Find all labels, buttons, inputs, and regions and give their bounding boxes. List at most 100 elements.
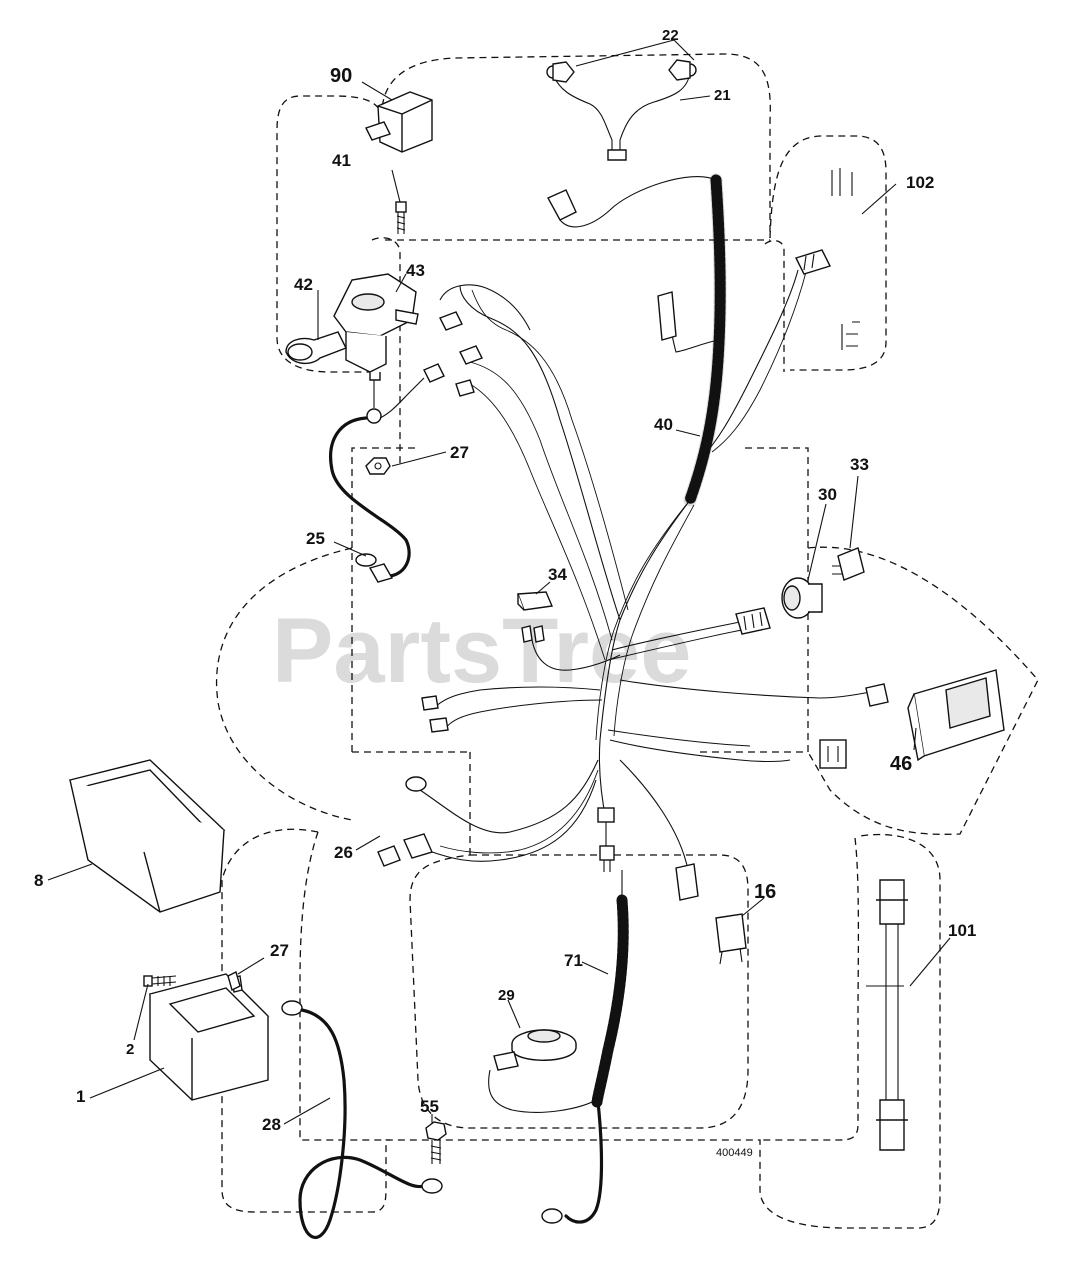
chassis-left-inner [299,831,390,1141]
part-2-bolt [143,975,177,987]
part-25-cable [329,377,425,583]
hood-outline [381,53,771,238]
callout-101: 101 [948,921,976,940]
harness-conduit-71 [591,894,629,1108]
trunk-wire-1 [598,499,691,821]
seat-outline [409,854,749,1129]
callout-40: 40 [654,415,673,434]
callout-30: 30 [818,485,837,504]
callout-34: 34 [548,565,567,584]
callout-labels: 90 41 43 42 27 25 22 21 102 40 33 30 34 … [34,27,976,1134]
part-1-battery [148,973,270,1101]
headlight-wire-right [619,71,691,141]
seat-plug [597,807,615,872]
wire-hourmeter [619,679,871,699]
part-41-bolt [395,201,407,234]
chassis-right-inner [760,837,860,1141]
callout-71: 71 [564,951,583,970]
harness-conduit-40 [683,173,727,507]
leader-lines [47,39,951,1125]
part-27-nut-upper [365,457,391,475]
watermark: PartsTree [272,600,691,702]
figure-number: 400449 [716,1147,753,1159]
trunk-wire-2 [595,504,687,741]
wire-keyswitch-1 [611,621,741,651]
part-90-cover [365,91,433,153]
callout-55: 55 [420,1097,439,1116]
wire-right-connector-2 [607,729,751,747]
wire-upper-left-2 [471,289,629,611]
left-pod-outline [276,95,383,373]
keyswitch-connector [735,607,771,635]
wire-to-headlight-plug [559,176,717,228]
wire-bottom-connector [619,759,689,871]
wire-ring-terminal [419,759,599,834]
right-pod-outline [769,135,887,371]
wire-seat-switch [488,1069,601,1113]
wire-left-term-1 [435,686,601,707]
callout-43: 43 [406,261,425,280]
callout-2: 2 [126,1041,134,1058]
left-fender-outline [216,547,353,821]
part-71-ground-cable [541,1100,604,1224]
tractor-outline [216,53,1039,1229]
callout-1: 1 [76,1087,85,1106]
callout-42: 42 [294,275,313,294]
ring-terminal [405,776,427,792]
conduit-bracket [657,291,677,341]
part-29-seat-switch [493,1029,577,1071]
callout-8: 8 [34,871,43,890]
lower-chassis-outline [221,828,941,1229]
callout-25: 25 [306,529,325,548]
wire-upper-left-1 [459,285,621,621]
callout-33: 33 [850,455,869,474]
wire-left-term-2 [445,699,603,729]
frame-left-rail [371,237,401,468]
frame-right-rail [764,239,785,372]
spade-terminals-upper [423,311,483,397]
part-26-connector [377,833,433,867]
wire-bundle [419,71,871,1113]
callout-29: 29 [498,987,515,1004]
dash-panel-outline [351,447,809,753]
headlight-plug [547,189,577,221]
multi-pin-connector [819,739,847,769]
callout-46: 46 [890,753,912,775]
wire-upper-left-4 [469,383,606,661]
wire-loop-top [439,284,531,331]
callout-102: 102 [906,173,934,192]
part-27-nut-lower [227,970,241,992]
wire-right-connector-1 [609,739,791,763]
part-101-harness [866,879,908,1151]
wire-connector-26 [431,779,597,862]
callout-28: 28 [262,1115,281,1134]
part-34-switch [517,591,554,643]
part-16-switch [715,913,747,965]
dash-panel-bottom [352,751,471,855]
right-fender-outline [807,546,1039,835]
part-8-battery-tray [68,759,226,913]
callout-27-upper: 27 [450,443,469,462]
wire-upper-left-3 [469,361,613,641]
callout-16: 16 [754,881,776,903]
headlight-wire-left [552,74,613,141]
part-102-terminals [831,168,860,350]
part-46-display [865,669,1005,762]
bottom-connector [675,863,699,901]
wire-right-pod-2 [711,271,807,453]
callout-22: 22 [662,27,679,44]
callout-21: 21 [714,87,731,104]
part-28-cable [281,1000,443,1239]
right-pod-connector [795,249,831,275]
callout-27-lower: 27 [270,941,289,960]
callout-41: 41 [332,151,351,170]
part-30-ignition-switch [781,577,823,619]
wire-connector-26b [439,769,599,854]
callout-90: 90 [330,65,352,87]
part-43-solenoid [333,273,419,424]
part-42-boot [285,331,347,365]
part-22-headlight-bulbs [546,59,697,161]
trunk-wire-3 [613,504,695,737]
part-55-bolt [425,1121,447,1164]
